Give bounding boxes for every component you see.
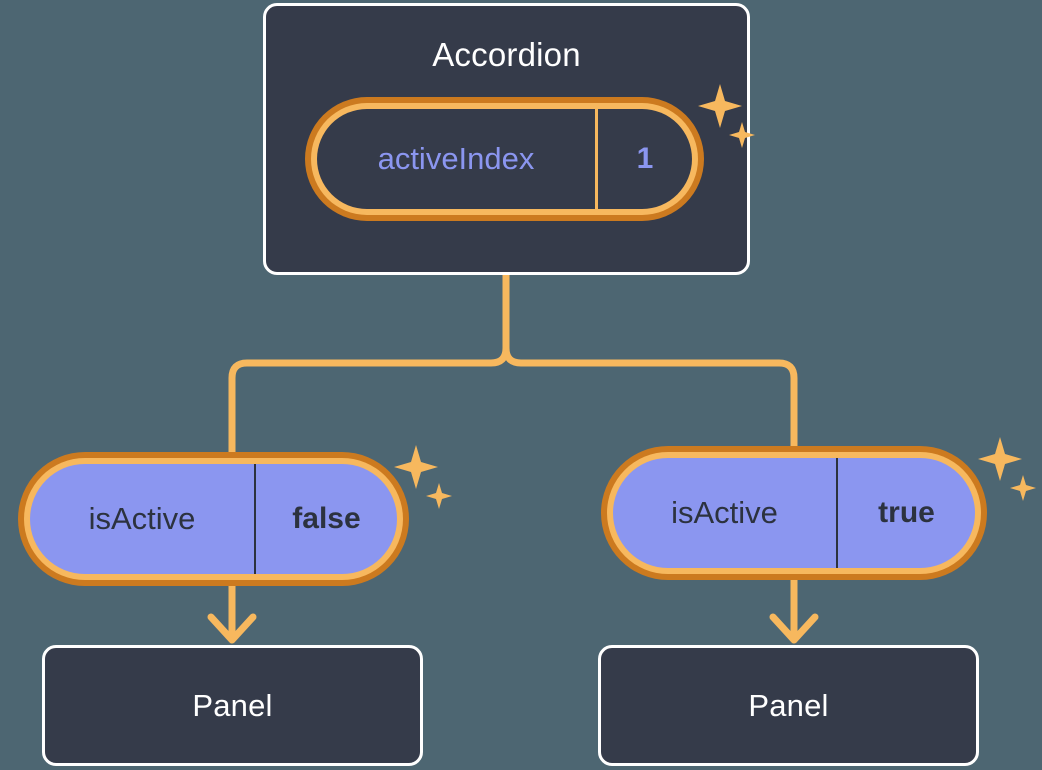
- state-pill-value: 1: [636, 142, 654, 175]
- state-pill-key: isActive: [30, 464, 256, 574]
- state-pill-highlight-ring: isActive false: [24, 458, 403, 580]
- state-pill-key: isActive: [613, 458, 838, 568]
- connector-root-to-bus: [228, 271, 510, 470]
- state-pill-highlight-ring: isActive true: [607, 452, 981, 574]
- sparkle-icon-right: [978, 437, 1036, 501]
- connector-root-to-right-pill: [502, 271, 798, 464]
- component-node-panel-left[interactable]: Panel: [42, 645, 423, 766]
- state-pill-active-index[interactable]: activeIndex 1: [305, 97, 704, 221]
- state-pill-is-active-false[interactable]: isActive false: [18, 452, 409, 586]
- component-node-panel-right[interactable]: Panel: [598, 645, 979, 766]
- arrow-down-icon-left: [207, 574, 257, 644]
- arrow-down-icon-right: [769, 568, 819, 644]
- state-pill-body: isActive false: [30, 464, 397, 574]
- state-pill-key: activeIndex: [317, 109, 598, 209]
- panel-title: Panel: [748, 687, 829, 723]
- state-pill-body: activeIndex 1: [317, 109, 692, 209]
- panel-title: Panel: [192, 687, 273, 723]
- state-pill-value: false: [292, 502, 361, 535]
- state-pill-is-active-true[interactable]: isActive true: [601, 446, 987, 580]
- accordion-title: Accordion: [432, 36, 581, 73]
- state-pill-value: true: [878, 496, 935, 529]
- state-pill-body: isActive true: [613, 458, 975, 568]
- state-pill-highlight-ring: activeIndex 1: [311, 103, 698, 215]
